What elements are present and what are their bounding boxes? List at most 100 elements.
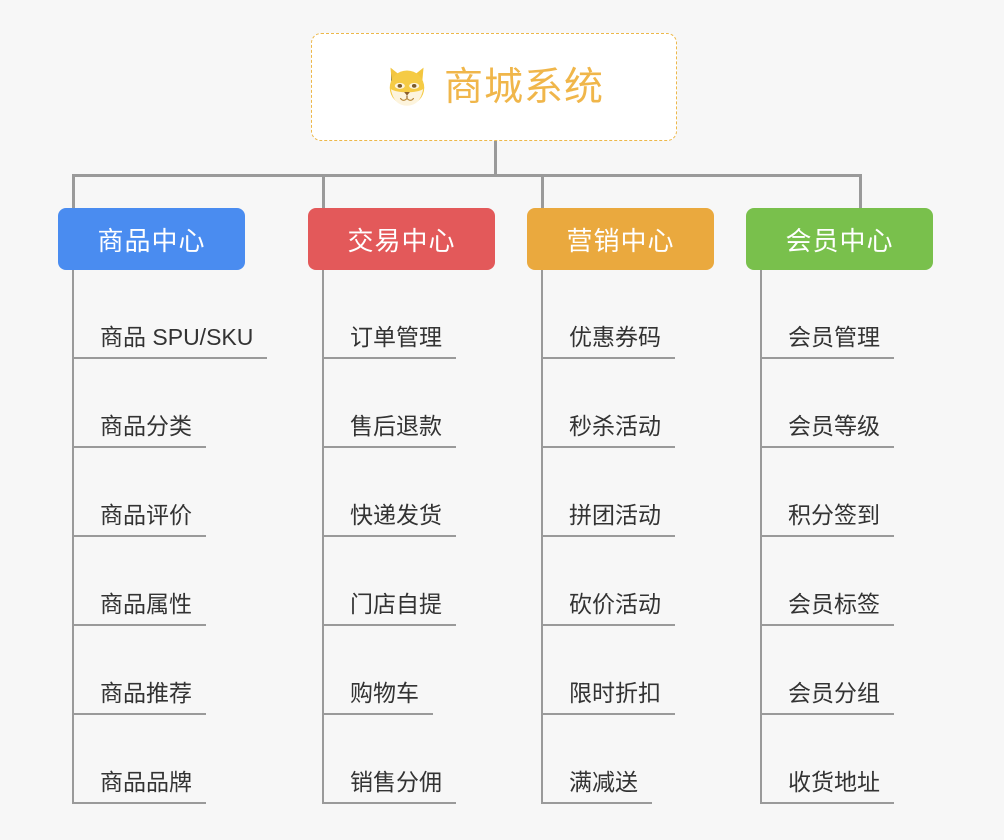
leaf-item[interactable]: 售后退款	[308, 359, 495, 448]
leaf-underline: 拼团活动	[541, 501, 675, 537]
category-header-trade-center[interactable]: 交易中心	[308, 208, 495, 270]
leaf-label: 会员等级	[788, 412, 880, 439]
connector-root-stem	[494, 141, 497, 177]
leaf-item[interactable]: 秒杀活动	[527, 359, 714, 448]
leaf-label: 优惠券码	[569, 323, 661, 350]
leaf-item[interactable]: 积分签到	[746, 448, 933, 537]
column-marketing-center: 营销中心 优惠券码 秒杀活动 拼团活动 砍价活动	[527, 208, 714, 804]
leaf-underline: 商品 SPU/SKU	[72, 323, 268, 359]
leaf-underline: 会员分组	[760, 679, 894, 715]
leaf-item[interactable]: 商品推荐	[58, 626, 245, 715]
leaf-item[interactable]: 门店自提	[308, 537, 495, 626]
leaf-label: 积分签到	[788, 501, 880, 528]
leaf-item[interactable]: 会员管理	[746, 270, 933, 359]
leaf-item[interactable]: 会员分组	[746, 626, 933, 715]
leaf-label: 砍价活动	[569, 590, 661, 617]
leaf-underline: 限时折扣	[541, 679, 675, 715]
connector-drop-marketing	[541, 174, 544, 210]
leaf-underline: 快递发货	[322, 501, 456, 537]
leaf-item[interactable]: 商品分类	[58, 359, 245, 448]
leaf-item[interactable]: 商品评价	[58, 448, 245, 537]
shiba-dog-face-icon	[384, 64, 430, 110]
leaf-item[interactable]: 收货地址	[746, 715, 933, 804]
category-header-label: 交易中心	[347, 225, 456, 256]
leaf-spine	[322, 270, 324, 804]
leaf-underline: 会员管理	[760, 323, 894, 359]
leaf-underline: 商品属性	[72, 590, 206, 626]
leaf-underline: 优惠券码	[541, 323, 675, 359]
leaf-spine	[72, 270, 74, 804]
category-header-label: 营销中心	[566, 225, 675, 256]
column-product-center: 商品中心 商品 SPU/SKU 商品分类 商品评价 商品属性	[58, 208, 268, 804]
leaf-item[interactable]: 商品属性	[58, 537, 245, 626]
leaf-item[interactable]: 快递发货	[308, 448, 495, 537]
connector-drop-product	[72, 174, 75, 210]
leaf-item[interactable]: 优惠券码	[527, 270, 714, 359]
leaf-item[interactable]: 砍价活动	[527, 537, 714, 626]
column-trade-center: 交易中心 订单管理 售后退款 快递发货 门店自提	[308, 208, 495, 804]
leaf-item[interactable]: 订单管理	[308, 270, 495, 359]
leaf-label: 会员分组	[788, 679, 880, 706]
leaf-underline: 购物车	[322, 679, 433, 715]
category-header-marketing-center[interactable]: 营销中心	[527, 208, 714, 270]
leaf-label: 商品属性	[100, 590, 192, 617]
leaf-spine	[541, 270, 543, 804]
leaf-label: 秒杀活动	[569, 412, 661, 439]
leaf-underline: 收货地址	[760, 768, 894, 804]
leaf-label: 商品 SPU/SKU	[100, 323, 254, 350]
leaf-item[interactable]: 拼团活动	[527, 448, 714, 537]
leaf-underline: 商品推荐	[72, 679, 206, 715]
leaf-spine	[760, 270, 762, 804]
leaf-item[interactable]: 限时折扣	[527, 626, 714, 715]
column-member-center: 会员中心 会员管理 会员等级 积分签到 会员标签	[746, 208, 933, 804]
leaf-label: 限时折扣	[569, 679, 661, 706]
leaf-label: 收货地址	[788, 768, 880, 795]
leaf-underline: 会员等级	[760, 412, 894, 448]
leaf-underline: 会员标签	[760, 590, 894, 626]
leaf-item[interactable]: 会员等级	[746, 359, 933, 448]
leaf-underline: 商品分类	[72, 412, 206, 448]
leaf-item[interactable]: 满减送	[527, 715, 714, 804]
leaf-list-member-center: 会员管理 会员等级 积分签到 会员标签 会员分组	[746, 270, 933, 804]
leaf-label: 商品评价	[100, 501, 192, 528]
root-title: 商城系统	[443, 65, 604, 109]
category-header-member-center[interactable]: 会员中心	[746, 208, 933, 270]
connector-drop-trade	[322, 174, 325, 210]
leaf-underline: 销售分佣	[322, 768, 456, 804]
leaf-label: 门店自提	[350, 590, 442, 617]
category-header-label: 商品中心	[97, 225, 206, 256]
leaf-underline: 秒杀活动	[541, 412, 675, 448]
leaf-item[interactable]: 购物车	[308, 626, 495, 715]
leaf-underline: 商品评价	[72, 501, 206, 537]
leaf-label: 订单管理	[350, 323, 442, 350]
leaf-label: 商品品牌	[100, 768, 192, 795]
leaf-underline: 积分签到	[760, 501, 894, 537]
leaf-list-product-center: 商品 SPU/SKU 商品分类 商品评价 商品属性 商品推荐	[58, 270, 268, 804]
leaf-label: 快递发货	[350, 501, 442, 528]
leaf-list-marketing-center: 优惠券码 秒杀活动 拼团活动 砍价活动 限时折扣	[527, 270, 714, 804]
leaf-label: 会员标签	[788, 590, 880, 617]
leaf-underline: 砍价活动	[541, 590, 675, 626]
leaf-underline: 订单管理	[322, 323, 456, 359]
leaf-item[interactable]: 会员标签	[746, 537, 933, 626]
leaf-underline: 满减送	[541, 768, 652, 804]
leaf-label: 拼团活动	[569, 501, 661, 528]
leaf-item[interactable]: 商品品牌	[58, 715, 245, 804]
leaf-label: 售后退款	[350, 412, 442, 439]
leaf-label: 购物车	[350, 679, 419, 706]
leaf-label: 销售分佣	[350, 768, 442, 795]
leaf-label: 商品分类	[100, 412, 192, 439]
leaf-underline: 门店自提	[322, 590, 456, 626]
category-header-product-center[interactable]: 商品中心	[58, 208, 245, 270]
leaf-item[interactable]: 销售分佣	[308, 715, 495, 804]
leaf-underline: 商品品牌	[72, 768, 206, 804]
connector-drop-member	[859, 174, 862, 210]
leaf-item[interactable]: 商品 SPU/SKU	[58, 270, 268, 359]
root-node[interactable]: 商城系统	[311, 33, 677, 141]
leaf-label: 会员管理	[788, 323, 880, 350]
category-header-label: 会员中心	[785, 225, 894, 256]
leaf-underline: 售后退款	[322, 412, 456, 448]
leaf-label: 商品推荐	[100, 679, 192, 706]
leaf-label: 满减送	[569, 768, 638, 795]
